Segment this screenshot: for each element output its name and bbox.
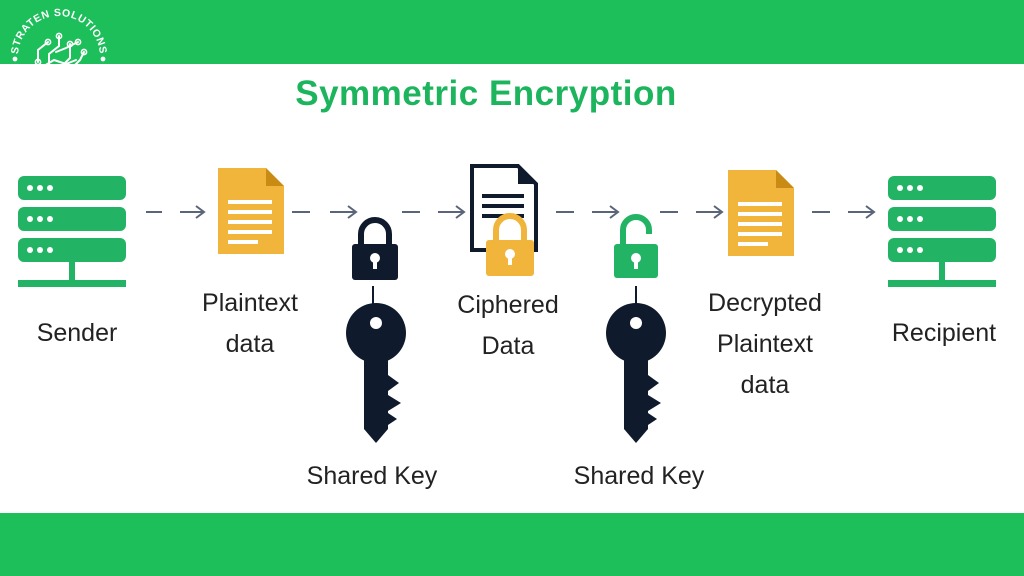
plaintext-label: Plaintext data (202, 289, 298, 358)
arrow-icon (292, 205, 358, 219)
locked-padlock-icon (486, 213, 534, 276)
sender-label: Sender (36, 319, 118, 347)
arrow-icon (812, 205, 876, 219)
recipient-server-icon (888, 176, 996, 287)
unlocked-padlock-icon (614, 214, 658, 278)
key-connector (372, 286, 374, 304)
brand-logo-icon: STRATEN SOLUTIONS (9, 7, 109, 69)
bottom-banner (0, 513, 1024, 576)
key-connector (635, 286, 637, 304)
shared-key-icon (346, 303, 406, 443)
arrow-icon (660, 205, 724, 219)
recipient-label: Recipient (891, 319, 997, 347)
shared-key-2-label: Shared Key (573, 462, 705, 490)
sender-server-icon (18, 176, 126, 287)
arrow-icon (556, 205, 620, 219)
ciphered-label: Ciphered Data (457, 291, 559, 360)
shared-key-1-label: Shared Key (306, 462, 438, 490)
top-banner (0, 0, 1024, 64)
arrow-icon (402, 205, 466, 219)
shared-key-icon (606, 303, 666, 443)
svg-text:STRATEN SOLUTIONS: STRATEN SOLUTIONS (9, 7, 109, 55)
decrypted-document-icon (728, 170, 794, 256)
locked-padlock-icon (352, 217, 398, 280)
plaintext-document-icon (218, 168, 284, 254)
ciphered-document-icon (470, 164, 538, 252)
page-title: Symmetric Encryption (295, 74, 677, 113)
brand-name: STRATEN SOLUTIONS (9, 7, 108, 55)
decrypted-label: Decrypted Plaintext data (708, 289, 822, 399)
arrow-icon (146, 205, 206, 219)
